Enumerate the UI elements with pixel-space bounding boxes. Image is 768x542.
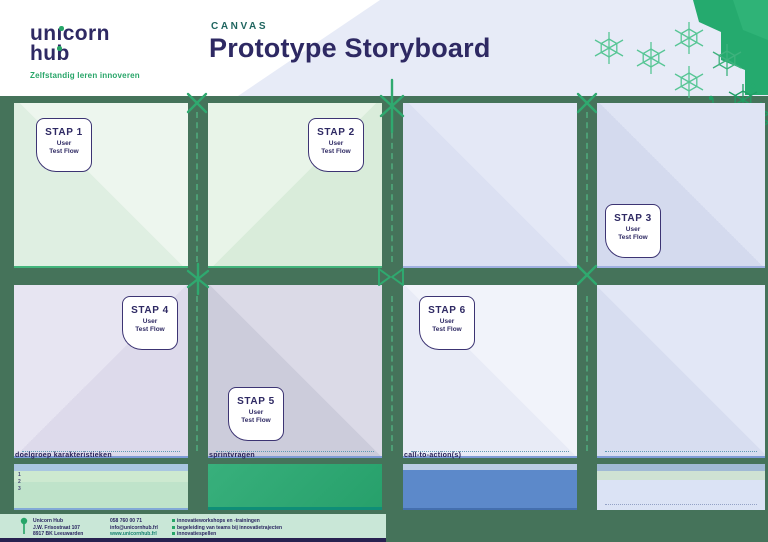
storyboard-panel-stap-6: STAP 6 User Test Flow [403, 285, 577, 458]
dashed-gap-line [391, 296, 393, 451]
logo-line-2: hub [30, 42, 70, 65]
badge-line-1: User [625, 226, 641, 233]
header: unıcorn hub Zelfstandig leren innoveren … [0, 0, 768, 128]
badge-step-label: STAP 5 [237, 396, 275, 407]
footer-service-text: begeleiding van teams bij innovatietraje… [177, 524, 283, 531]
footer [0, 514, 386, 538]
footer-website: www.unicornhub.frl [110, 531, 157, 537]
dashed-gap-line [391, 112, 393, 262]
storyboard-panel-stap-1: STAP 1 User Test Flow [14, 103, 188, 268]
page-title: Prototype Storyboard [209, 33, 491, 63]
badge-line-1: User [328, 140, 344, 147]
bottom-box-sprintvragen [208, 464, 382, 510]
footer-service-item: begeleiding van teams bij innovatietraje… [172, 525, 282, 532]
list-number: 1 [18, 472, 21, 478]
footer-phone: 058 760 00 71 [110, 518, 142, 524]
badge-stap-5: STAP 5 User Test Flow [228, 387, 284, 441]
dashed-gap-line [196, 296, 198, 451]
badge-line-2: Test Flow [49, 148, 79, 155]
footer-services-column: innovatieworkshops en -trainingen begele… [172, 518, 282, 538]
storyboard-panel-blank-2 [597, 285, 765, 458]
badge-line-2: Test Flow [135, 326, 165, 333]
dashed-gap-line [586, 296, 588, 451]
list-number: 3 [18, 486, 21, 492]
footer-service-text: innovatieworkshops en -trainingen [177, 518, 260, 524]
badge-step-label: STAP 1 [45, 127, 83, 138]
badge-step-label: STAP 3 [614, 213, 652, 224]
footer-org: Unicorn Hub [33, 518, 63, 524]
bullet-icon [172, 519, 175, 523]
badge-line-2: Test Flow [618, 234, 648, 241]
logo-tagline: Zelfstandig leren innoveren [30, 71, 140, 80]
badge-line-2: Test Flow [432, 326, 462, 333]
bullet-icon [172, 532, 175, 536]
bottom-box-doelgroep [14, 464, 188, 510]
connector-x-icon [576, 264, 598, 286]
badge-stap-4: STAP 4 User Test Flow [122, 296, 178, 350]
bottom-box-blank [597, 464, 765, 510]
badge-step-label: STAP 6 [428, 305, 466, 316]
badge-step-label: STAP 4 [131, 305, 169, 316]
badge-stap-1: STAP 1 User Test Flow [36, 118, 92, 172]
logo-line-1: unıcorn [30, 22, 110, 45]
storyboard-panel-stap-2: STAP 2 User Test Flow [208, 103, 382, 268]
footer-contact-column: 058 760 00 71 info@unicornhub.frl www.un… [110, 518, 158, 538]
canvas-kicker: CANVAS [211, 21, 269, 32]
map-pin-icon [20, 517, 28, 534]
footer-service-text: innovatiespellen [177, 531, 217, 537]
bottom-box-label-1: doelgroep karakteristieken [15, 452, 112, 459]
dashed-gap-line [586, 112, 588, 262]
bottom-box-numbered-lines: 1 2 3 [18, 472, 21, 493]
storyboard-panel-stap-5: STAP 5 User Test Flow [208, 285, 382, 458]
badge-line-1: User [248, 409, 264, 416]
badge-line-1: User [142, 318, 158, 325]
badge-line-1: User [56, 140, 72, 147]
bottom-box-label-3: call-to-action(s) [404, 452, 462, 459]
footer-address-1: J.W. Frisostraat 107 [33, 524, 80, 531]
storyboard-panel-blank-1 [403, 103, 577, 268]
bullet-icon [172, 525, 175, 529]
list-number: 2 [18, 479, 21, 485]
footer-service-item: innovatiespellen [172, 531, 282, 538]
dashed-gap-line [196, 112, 198, 262]
footer-service-item: innovatieworkshops en -trainingen [172, 518, 282, 525]
badge-line-2: Test Flow [321, 148, 351, 155]
logo-green-dot-i [59, 26, 64, 31]
footer-address-2: 8917 BK Leeuwarden [33, 531, 84, 537]
logo-green-dot-b [57, 46, 62, 51]
connector-bowtie-icon [378, 268, 404, 286]
storyboard-panel-stap-4: STAP 4 User Test Flow [14, 285, 188, 458]
badge-stap-3: STAP 3 User Test Flow [605, 204, 661, 258]
footer-email: info@unicornhub.frl [110, 524, 158, 531]
bottom-box-label-2: sprintvragen [209, 452, 255, 459]
badge-line-2: Test Flow [241, 417, 271, 424]
hex-pattern-decoration [594, 0, 768, 128]
badge-stap-6: STAP 6 User Test Flow [419, 296, 475, 350]
unicorn-hub-logo: unıcorn hub [30, 22, 110, 65]
badge-stap-2: STAP 2 User Test Flow [308, 118, 364, 172]
badge-line-1: User [439, 318, 455, 325]
bottom-box-call-to-action [403, 464, 577, 510]
footer-navy-strip [0, 538, 386, 542]
badge-step-label: STAP 2 [317, 127, 355, 138]
storyboard-panel-stap-3: STAP 3 User Test Flow [597, 103, 765, 268]
footer-address-column: Unicorn Hub J.W. Frisostraat 107 8917 BK… [33, 518, 83, 538]
